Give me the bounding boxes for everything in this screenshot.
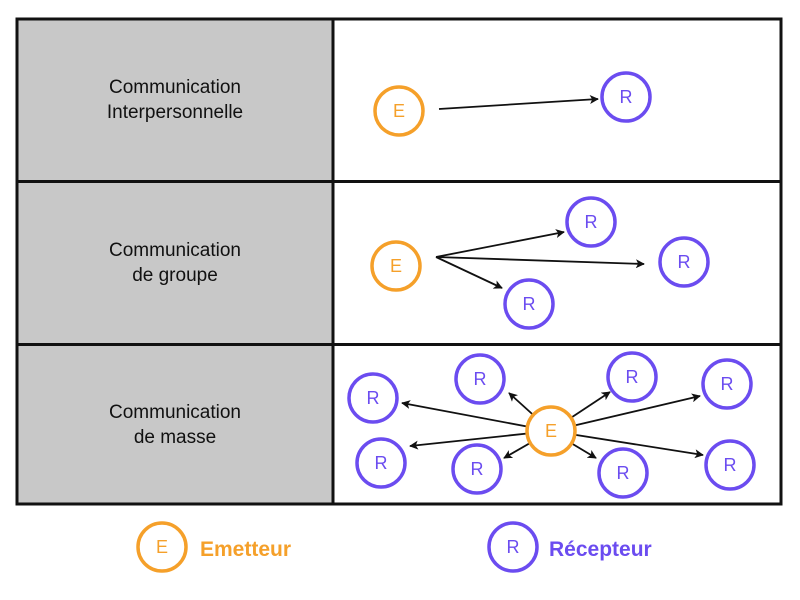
emitter-circle — [373, 85, 425, 137]
receiver-node: R — [454, 353, 506, 405]
receiver-node: R — [347, 372, 399, 424]
receiver-circle — [606, 351, 658, 403]
arrow — [435, 256, 645, 269]
receiver-circle — [503, 278, 555, 330]
receiver-letter: R — [626, 367, 639, 387]
receiver-circle — [565, 196, 617, 248]
receiver-letter: R — [724, 455, 737, 475]
emitter-letter: E — [393, 101, 405, 121]
receiver-circle — [347, 372, 399, 424]
receiver-node: R — [565, 196, 617, 248]
receiver-letter: R — [721, 374, 734, 394]
receiver-letter: R — [620, 87, 633, 107]
emitter-letter: E — [390, 256, 402, 276]
receiver-circle — [487, 521, 539, 573]
table-border — [15, 17, 783, 506]
arrow — [435, 256, 503, 289]
receiver-node: R — [704, 439, 756, 491]
receiver-node: R — [451, 443, 503, 495]
receiver-letter: R — [617, 463, 630, 483]
receiver-letter: R — [585, 212, 598, 232]
arrow — [438, 95, 599, 110]
emitter-circle — [370, 240, 422, 292]
receiver-letter: R — [375, 453, 388, 473]
receiver-circle — [451, 443, 503, 495]
receiver-node: R — [658, 236, 710, 288]
receiver-circle — [355, 437, 407, 489]
emitter-letter: E — [545, 421, 557, 441]
receiver-letter: R — [678, 252, 691, 272]
receiver-circle — [454, 353, 506, 405]
emitter-node: E — [373, 85, 425, 137]
row-label-line2: de groupe — [132, 265, 218, 286]
receiver-node: R — [597, 447, 649, 499]
receiver-circle — [597, 447, 649, 499]
receiver-node: R — [701, 358, 753, 410]
receiver-letter: R — [523, 294, 536, 314]
row-label-line1: Communication — [109, 401, 241, 423]
legend-emitter-node: E — [136, 521, 188, 573]
receiver-circle — [704, 439, 756, 491]
row-label-group: Communication de groupe — [18, 183, 332, 343]
receiver-letter: R — [474, 369, 487, 389]
arrow — [435, 229, 565, 258]
receiver-letter: R — [367, 388, 380, 408]
row-label-mass: Communication de masse — [18, 346, 332, 503]
arrows-layer — [401, 95, 704, 459]
receiver-letter: R — [471, 459, 484, 479]
legend-receiver-node: R — [487, 521, 539, 573]
receiver-node: R — [503, 278, 555, 330]
row-label-line2: de masse — [133, 426, 217, 448]
emitter-circle — [136, 521, 188, 573]
row-label-interpersonal: Communication Interpersonnelle — [18, 20, 332, 180]
legend-receiver-label: Récepteur — [549, 538, 652, 561]
emitter-node: E — [525, 405, 577, 457]
receiver-circle — [600, 71, 652, 123]
emitter-letter: E — [156, 537, 168, 557]
receiver-circle — [701, 358, 753, 410]
legend-emitter-label: Emetteur — [200, 538, 292, 561]
row-label-line1: Communication — [109, 77, 241, 98]
receiver-letter: R — [507, 537, 520, 557]
emitter-node: E — [370, 240, 422, 292]
row-label-line1: Communication — [109, 240, 241, 261]
receiver-node: R — [606, 351, 658, 403]
receiver-node: R — [355, 437, 407, 489]
row-label-line2: Interpersonnelle — [106, 102, 244, 123]
emitter-circle — [525, 405, 577, 457]
nodes-layer: E R E R R R E R R R R R R R R E R — [136, 71, 756, 573]
receiver-circle — [658, 236, 710, 288]
receiver-node: R — [600, 71, 652, 123]
